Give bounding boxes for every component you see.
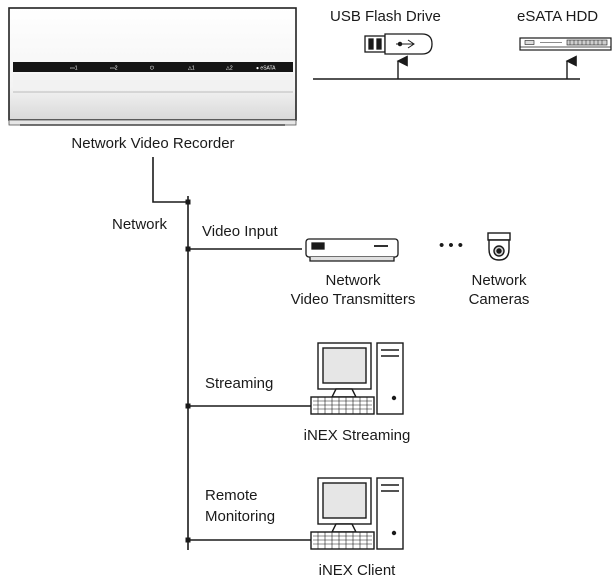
esata-label: eSATA HDD — [517, 8, 598, 25]
remote-label-line1: Remote — [205, 487, 258, 504]
video-transmitter-icon — [305, 238, 399, 262]
esata-hdd-icon — [519, 37, 612, 51]
nvr-label: Network Video Recorder — [71, 135, 234, 152]
network-label: Network — [112, 216, 168, 233]
nvt-label-line2: Video Transmitters — [291, 291, 416, 308]
usb-label: USB Flash Drive — [330, 8, 441, 25]
indicator-alarm-2: △2 — [226, 66, 233, 72]
desktop-computer-icon — [310, 477, 404, 550]
video-input-label: Video Input — [202, 223, 278, 240]
power-indicator: ⏻ — [150, 66, 154, 72]
nvr-device-icon: ▭1 ▭2 ⏻ △1 △2 ● eSATA — [8, 7, 297, 126]
storage-connection-lines — [313, 55, 580, 80]
remote-label-line2: Monitoring — [205, 508, 275, 525]
indicator-alarm-1: △1 — [188, 66, 195, 72]
streaming-label: Streaming — [205, 375, 273, 392]
camera-label-line2: Cameras — [469, 291, 530, 308]
dome-camera-icon — [487, 232, 511, 261]
desktop-computer-icon — [310, 342, 404, 415]
indicator-2: ▭2 — [110, 66, 118, 72]
usb-flash-drive-icon — [364, 33, 433, 55]
ellipsis: • • • — [439, 237, 463, 254]
nvr-front-panel-indicators: ▭1 ▭2 ⏻ △1 △2 ● eSATA — [70, 66, 276, 72]
network-backbone — [152, 157, 311, 550]
nvt-label-line1: Network — [325, 272, 381, 289]
camera-label-line1: Network — [471, 272, 527, 289]
indicator-1: ▭1 — [70, 66, 78, 72]
esata-indicator: ● eSATA — [256, 66, 276, 72]
inex-client-label: iNEX Client — [319, 562, 397, 579]
inex-streaming-label: iNEX Streaming — [304, 427, 411, 444]
network-junctions — [185, 199, 191, 543]
